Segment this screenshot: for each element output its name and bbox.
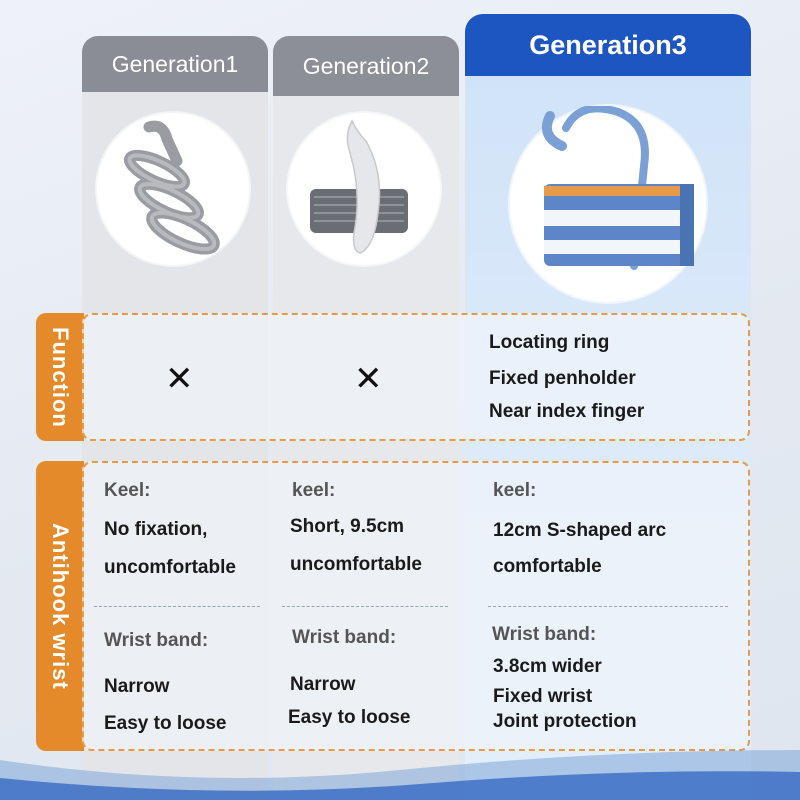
wristband-label-gen3: Wrist band: xyxy=(492,624,597,645)
row-divider xyxy=(282,606,448,607)
hook-wristband-icon xyxy=(542,104,694,270)
wristband-label-gen1: Wrist band: xyxy=(104,630,209,651)
wristband-label-gen2: Wrist band: xyxy=(292,627,397,648)
section-label-function: Function xyxy=(48,326,73,428)
product-image-generation2 xyxy=(288,113,440,265)
row-divider xyxy=(488,606,728,607)
keel-gen2-line: Short, 9.5cm xyxy=(290,516,405,537)
wristband-gen2-line: Narrow xyxy=(290,674,356,695)
wristband-gen3-line: Fixed wrist xyxy=(493,686,593,707)
keel-gen1-line: No fixation, xyxy=(104,519,208,540)
cross-icon: ✕ xyxy=(165,360,194,398)
row-divider xyxy=(94,606,260,607)
thumb-splint-icon xyxy=(310,119,408,254)
keel-label-gen1: Keel: xyxy=(104,480,151,501)
function-panel xyxy=(82,313,750,441)
keel-gen3-line: 12cm S-shaped arc xyxy=(493,520,667,541)
keel-label-gen3: keel: xyxy=(493,480,537,501)
keel-gen3-line: comfortable xyxy=(493,556,602,577)
function-gen3-line: Fixed penholder xyxy=(489,368,636,389)
product-image-generation3 xyxy=(510,104,706,302)
keel-gen2-line: uncomfortable xyxy=(290,554,422,575)
function-gen3-line: Near index finger xyxy=(489,401,645,422)
product-image-generation1 xyxy=(97,113,249,265)
section-tab-function: Function xyxy=(36,313,84,441)
section-tab-antihook: Antihook wrist xyxy=(36,461,84,751)
wristband-gen3-line: 3.8cm wider xyxy=(493,656,602,677)
bottom-wave-decoration xyxy=(0,750,800,800)
keel-gen1-line: uncomfortable xyxy=(104,557,236,578)
header-generation3: Generation3 xyxy=(465,14,751,76)
section-label-antihook: Antihook wrist xyxy=(48,522,73,690)
keel-label-gen2: keel: xyxy=(292,480,336,501)
wristband-gen1-line: Narrow xyxy=(104,676,170,697)
spiral-splint-icon xyxy=(123,120,220,255)
cross-icon: ✕ xyxy=(354,360,383,398)
wristband-gen2-line: Easy to loose xyxy=(288,707,411,728)
wristband-gen3-line: Joint protection xyxy=(493,711,637,732)
header-generation1: Generation1 xyxy=(82,36,268,92)
header-generation2: Generation2 xyxy=(273,36,459,96)
function-gen3-line: Locating ring xyxy=(489,332,610,353)
wristband-gen1-line: Easy to loose xyxy=(104,713,227,734)
